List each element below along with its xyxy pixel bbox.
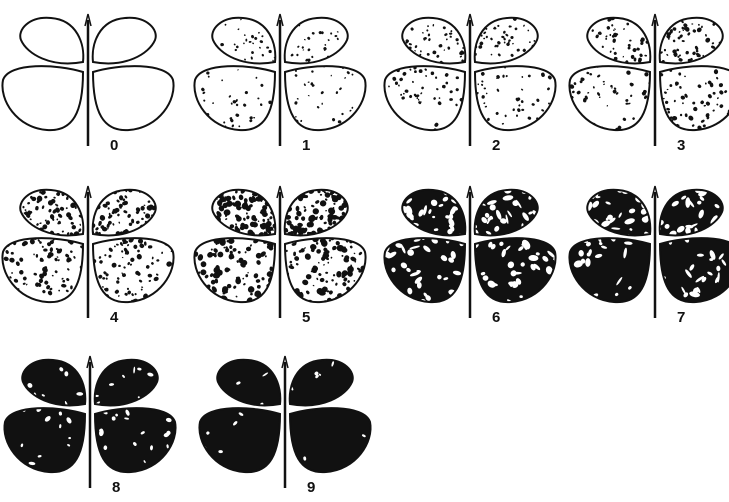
scale-label: 5 <box>302 309 310 326</box>
scale-label: 1 <box>302 137 310 154</box>
leaf-figure-1: 1 <box>188 12 372 154</box>
leaf-figure-6: 6 <box>376 183 562 326</box>
leaf-figure-5: 5 <box>186 182 373 326</box>
leaf-figure-7: 7 <box>560 183 729 326</box>
scale-label: 7 <box>677 309 685 326</box>
scale-label: 3 <box>677 137 685 154</box>
leaf-figure-4: 4 <box>0 182 181 326</box>
scale-label: 4 <box>110 309 119 326</box>
leaf-figure-3: 3 <box>562 12 729 154</box>
scale-label: 9 <box>307 479 315 496</box>
leaf-figure-0: 0 <box>2 14 173 154</box>
scale-label: 2 <box>492 137 500 154</box>
scale-label: 8 <box>112 479 120 496</box>
leaf-figure-9: 9 <box>199 355 370 496</box>
leaf-figure-8: 8 <box>3 354 175 496</box>
scale-label: 6 <box>492 309 500 326</box>
scale-label: 0 <box>110 137 118 154</box>
leaf-figure-2: 2 <box>380 12 562 154</box>
